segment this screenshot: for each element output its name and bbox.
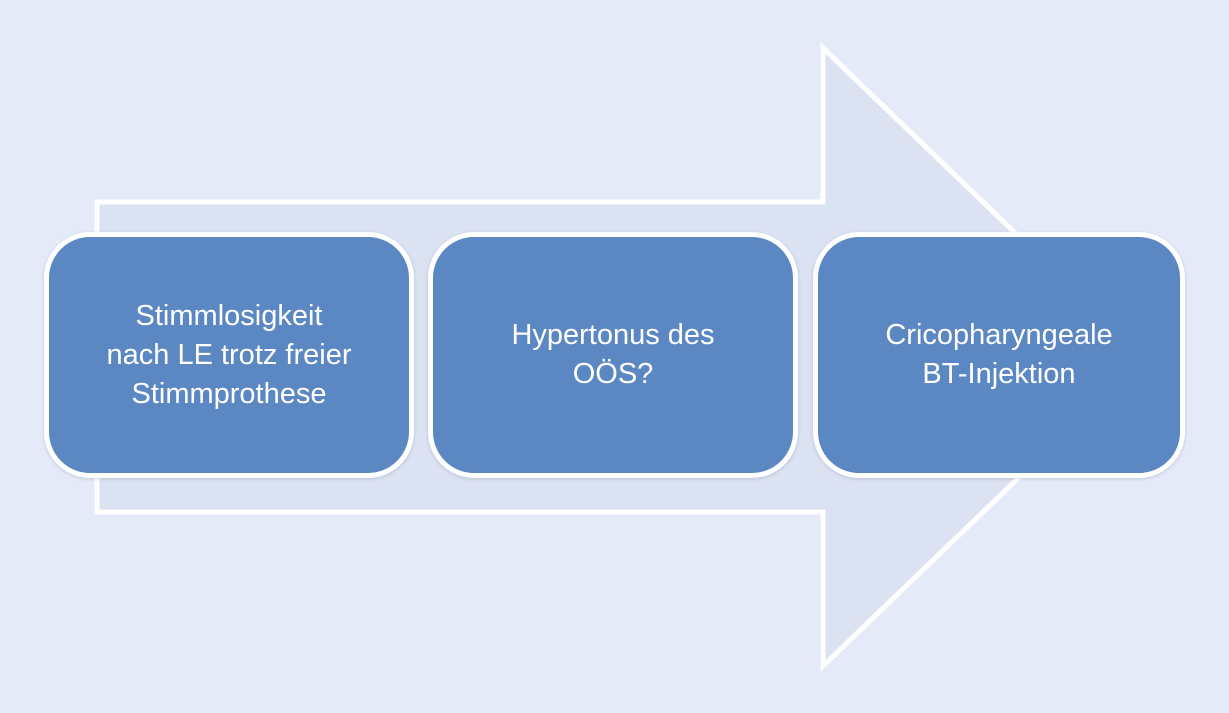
step-box-2: Hypertonus des OÖS? xyxy=(428,232,798,478)
step-1-text: Stimmlosigkeit nach LE trotz freier Stim… xyxy=(106,299,352,410)
step-3-text: Cricopharyngeale BT-Injektion xyxy=(885,319,1113,390)
step-2-text: Hypertonus des OÖS? xyxy=(511,319,715,390)
step-box-1: Stimmlosigkeit nach LE trotz freier Stim… xyxy=(44,232,414,478)
step-box-3: Cricopharyngeale BT-Injektion xyxy=(813,232,1185,478)
